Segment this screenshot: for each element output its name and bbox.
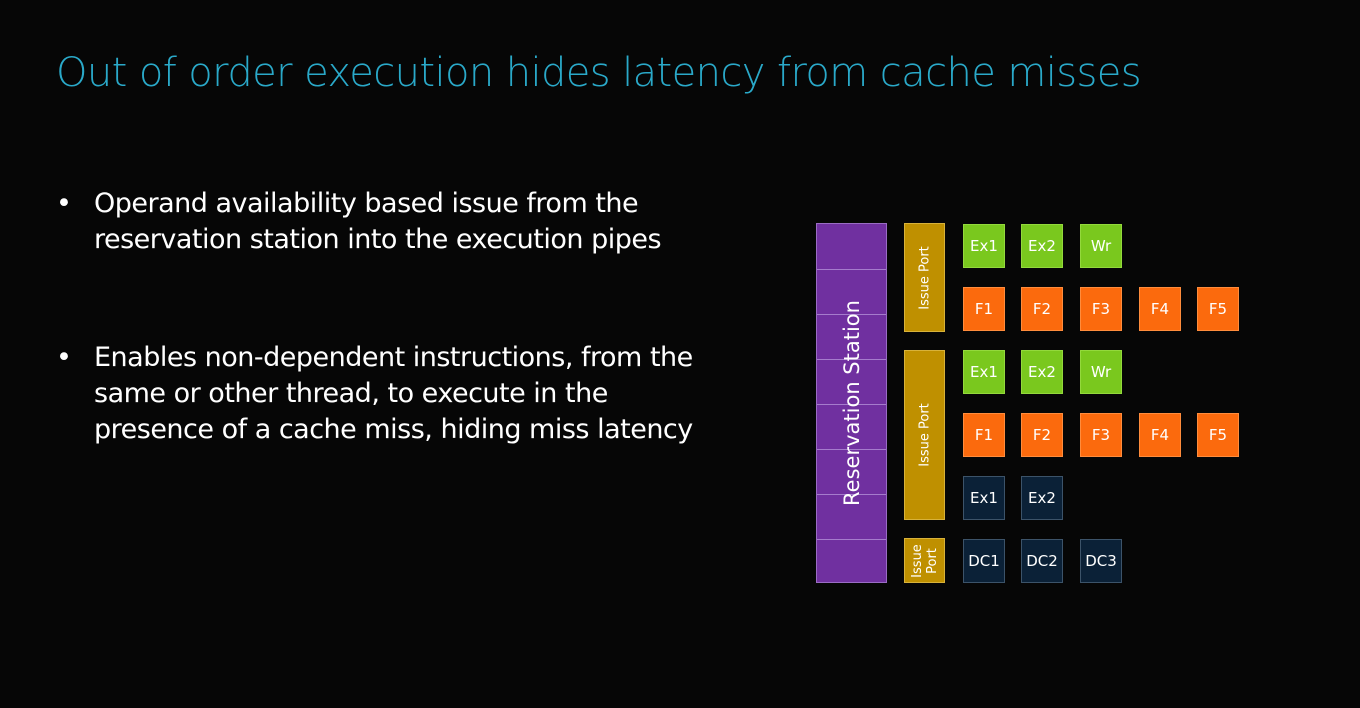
pipe-stage-ex1: Ex1 [963, 350, 1005, 394]
issue-port-label: Issue Port [917, 245, 932, 310]
bullet-marker: • [56, 342, 72, 373]
pipe-stage-f4: F4 [1139, 287, 1181, 331]
reservation-station-divider [817, 359, 886, 360]
pipe-stage-ex2: Ex2 [1021, 350, 1063, 394]
reservation-station-divider [817, 404, 886, 405]
bullet-marker: • [56, 188, 72, 219]
bullet-item: • Enables non-dependent instructions, fr… [56, 340, 696, 448]
reservation-station-divider [817, 494, 886, 495]
pipe-stage-dc3: DC3 [1080, 539, 1122, 583]
bullet-list: • Operand availability based issue from … [56, 186, 696, 448]
pipe-stage-f5: F5 [1197, 413, 1239, 457]
issue-port-3: Issue Port [904, 538, 945, 583]
bullet-text: Operand availability based issue from th… [94, 188, 662, 255]
pipe-stage-f3: F3 [1080, 287, 1122, 331]
bullet-item: • Operand availability based issue from … [56, 186, 696, 258]
issue-port-label: Issue Port [917, 403, 932, 467]
pipe-stage-wr: Wr [1080, 350, 1122, 394]
reservation-station-divider [817, 269, 886, 270]
pipe-stage-ex2: Ex2 [1021, 476, 1063, 520]
issue-port-label: Issue Port [909, 543, 940, 578]
slide-title: Out of order execution hides latency fro… [56, 50, 1142, 96]
pipe-stage-f2: F2 [1021, 287, 1063, 331]
pipe-stage-dc1: DC1 [963, 539, 1005, 583]
pipe-stage-ex2: Ex2 [1021, 224, 1063, 268]
pipe-stage-ex1: Ex1 [963, 476, 1005, 520]
pipe-stage-ex1: Ex1 [963, 224, 1005, 268]
pipe-stage-f5: F5 [1197, 287, 1239, 331]
pipe-stage-f2: F2 [1021, 413, 1063, 457]
pipe-stage-f3: F3 [1080, 413, 1122, 457]
bullet-text: Enables non-dependent instructions, from… [94, 342, 693, 445]
pipe-stage-f1: F1 [963, 287, 1005, 331]
pipe-stage-f1: F1 [963, 413, 1005, 457]
reservation-station-divider [817, 449, 886, 450]
issue-port-2: Issue Port [904, 350, 945, 520]
reservation-station: Reservation Station [816, 223, 887, 583]
pipe-stage-dc2: DC2 [1021, 539, 1063, 583]
reservation-station-label: Reservation Station [839, 300, 864, 506]
pipe-stage-f4: F4 [1139, 413, 1181, 457]
reservation-station-divider [817, 314, 886, 315]
pipe-stage-wr: Wr [1080, 224, 1122, 268]
reservation-station-divider [817, 539, 886, 540]
issue-port-1: Issue Port [904, 223, 945, 332]
